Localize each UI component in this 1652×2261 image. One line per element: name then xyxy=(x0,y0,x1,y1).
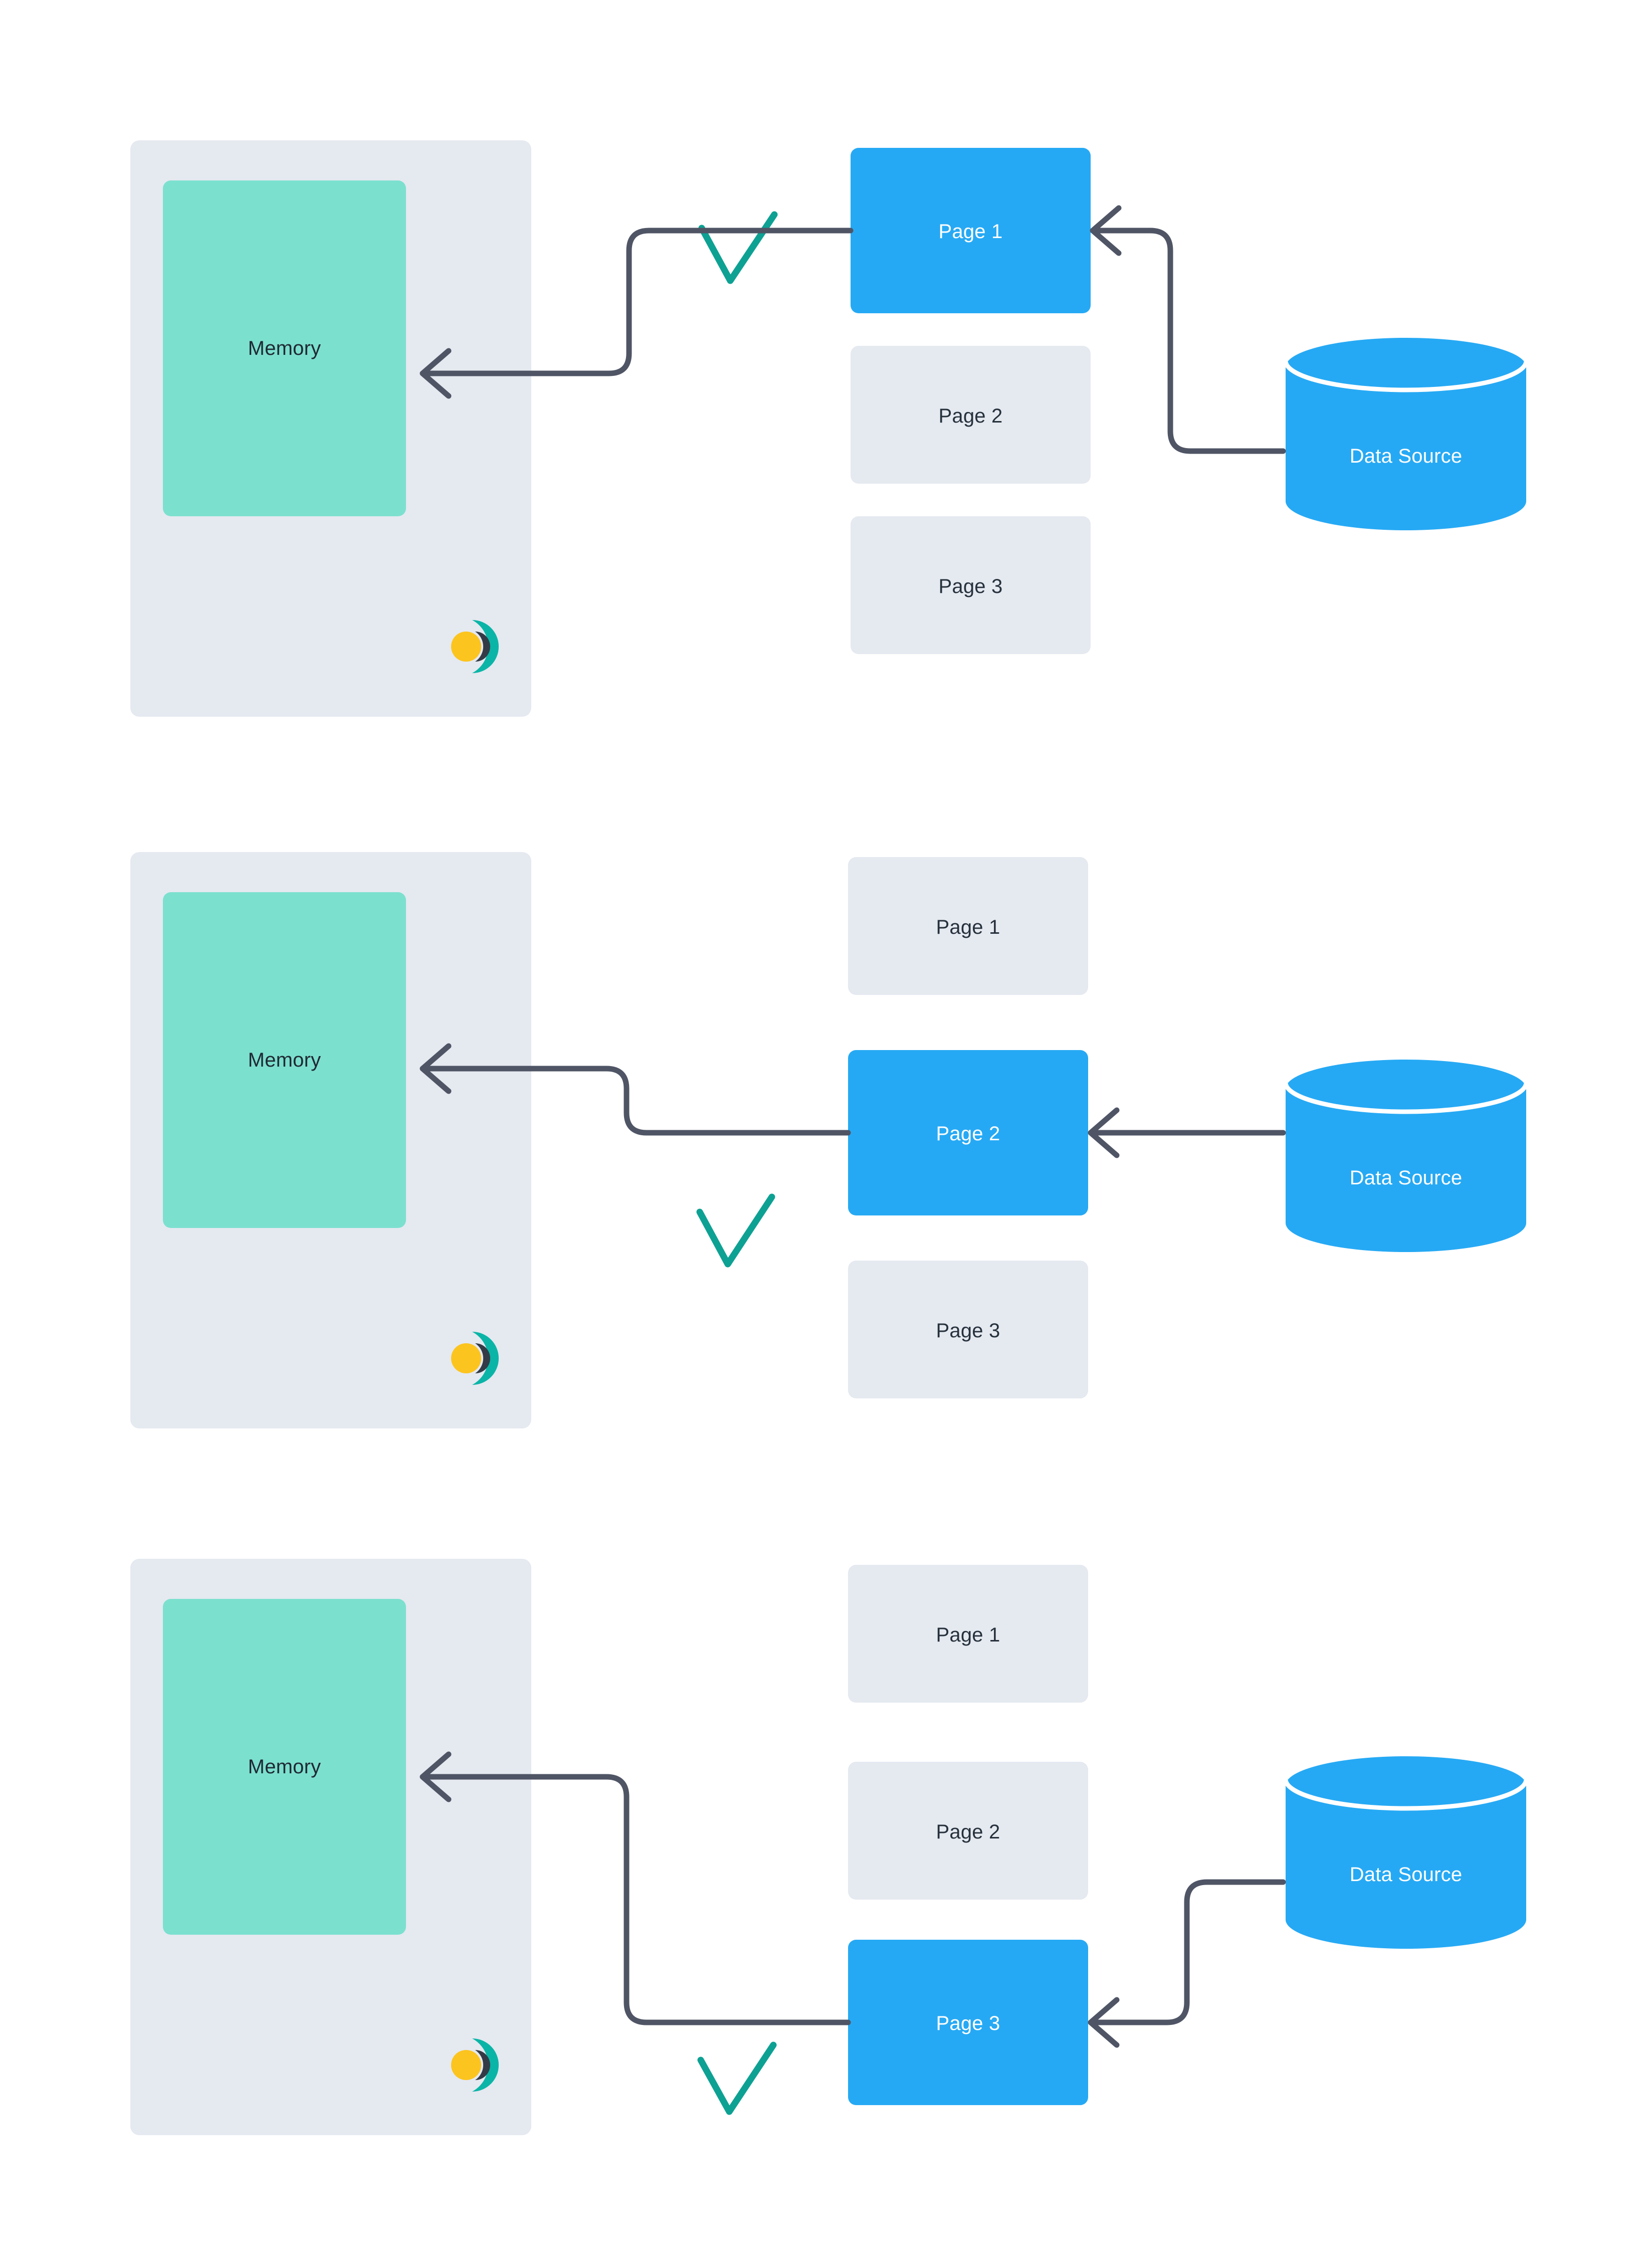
page-box-page-3[interactable]: Page 3 xyxy=(848,1261,1088,1398)
panel-2: Memory Page 1 Page 2 Page 3 xyxy=(0,827,1652,1459)
page-label: Page 1 xyxy=(936,916,1000,938)
arrowhead-page1 xyxy=(1090,205,1122,256)
page-label: Page 3 xyxy=(938,575,1003,597)
page-box-page-2[interactable]: Page 2 xyxy=(848,1050,1088,1215)
memory-label: Memory xyxy=(248,1049,321,1071)
page-label: Page 2 xyxy=(936,1123,1000,1145)
page-box-page-1[interactable]: Page 1 xyxy=(848,857,1088,995)
data-source-label: Data Source xyxy=(1349,1864,1463,1886)
page-box-page-1[interactable]: Page 1 xyxy=(851,148,1091,313)
memory-container-3: Memory xyxy=(130,1559,531,2135)
panel-1: Memory Page 1 Page 2 Page 3 xyxy=(0,85,1652,717)
brand-logo-icon xyxy=(441,614,521,679)
memory-container-1: Memory xyxy=(130,140,531,717)
page-box-page-2[interactable]: Page 2 xyxy=(848,1762,1088,1900)
memory-block-3[interactable]: Memory xyxy=(163,1599,406,1935)
arrowhead-page3 xyxy=(1088,1997,1120,2048)
page-label: Page 1 xyxy=(938,221,1003,243)
check-icon xyxy=(698,211,778,284)
data-source-cylinder-1[interactable]: Data Source xyxy=(1283,336,1529,536)
check-icon xyxy=(697,2041,777,2115)
panel-3: Memory Page 1 Page 2 Page 3 xyxy=(0,1544,1652,2175)
check-icon xyxy=(696,1193,775,1268)
page-label: Page 3 xyxy=(936,2012,1000,2034)
page-box-page-1[interactable]: Page 1 xyxy=(848,1565,1088,1703)
brand-logo-icon xyxy=(441,2032,521,2098)
brand-logo-icon xyxy=(441,1326,521,1391)
page-box-page-3[interactable]: Page 3 xyxy=(848,1940,1088,2105)
memory-label: Memory xyxy=(248,1756,321,1778)
page-box-page-2[interactable]: Page 2 xyxy=(851,346,1091,484)
data-source-label: Data Source xyxy=(1349,445,1463,467)
page-label: Page 2 xyxy=(938,405,1003,427)
data-source-cylinder-3[interactable]: Data Source xyxy=(1283,1754,1529,1955)
data-source-label: Data Source xyxy=(1349,1167,1463,1189)
page-label: Page 3 xyxy=(936,1320,1000,1342)
arrow-datasource-to-page1 xyxy=(1091,228,1286,454)
arrow-datasource-to-page3 xyxy=(1090,1879,1286,2025)
memory-block-2[interactable]: Memory xyxy=(163,892,406,1228)
memory-container-2: Memory xyxy=(130,852,531,1428)
page-label: Page 2 xyxy=(936,1821,1000,1843)
arrowhead-page2 xyxy=(1088,1107,1120,1158)
memory-block-1[interactable]: Memory xyxy=(163,180,406,516)
memory-label: Memory xyxy=(248,337,321,359)
page-box-page-3[interactable]: Page 3 xyxy=(851,516,1091,654)
page-label: Page 1 xyxy=(936,1624,1000,1646)
data-source-cylinder-2[interactable]: Data Source xyxy=(1283,1058,1529,1258)
